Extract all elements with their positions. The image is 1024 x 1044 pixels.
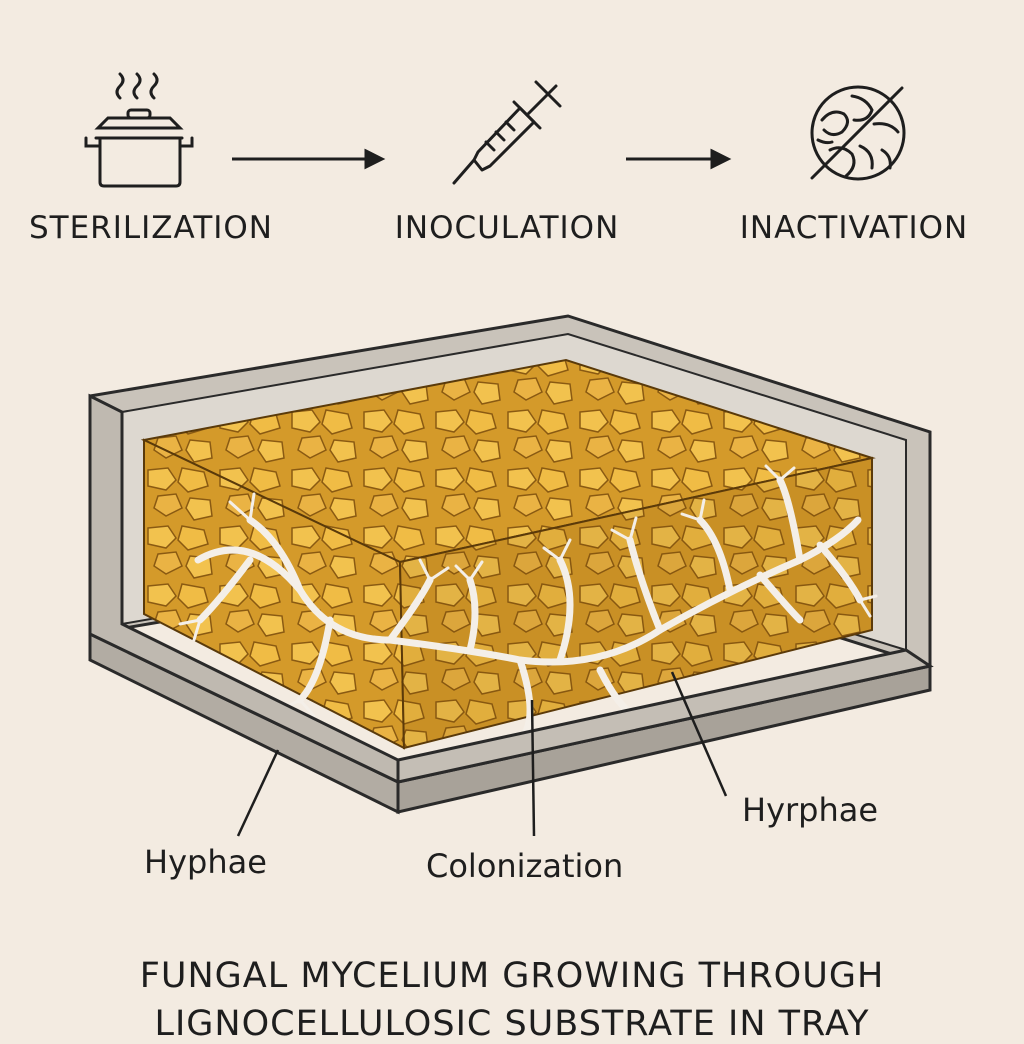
- tray-rim-right: [396, 648, 934, 784]
- leader-line-right: [670, 671, 728, 797]
- substrate-tray-illustration: [88, 314, 934, 837]
- leader-line-center: [530, 699, 536, 837]
- leader-line-left: [236, 749, 280, 837]
- step-label-inoculation: INOCULATION: [394, 210, 620, 246]
- callout-hyphae-left: Hyphae: [144, 843, 267, 881]
- caption-line-2: LIGNOCELLULOSIC SUBSTRATE IN TRAY: [154, 1004, 870, 1044]
- callout-hyphae-right: Hyrphae: [742, 791, 879, 829]
- hyphae-network: [194, 476, 864, 744]
- callout-colonization: Colonization: [426, 847, 624, 885]
- crossed-mycelium-icon: [810, 85, 906, 181]
- step-label-sterilization: STERILIZATION: [28, 210, 273, 246]
- substrate-right-face: [398, 456, 873, 750]
- leader-lines: [236, 671, 728, 837]
- flow-arrow-2: [626, 148, 732, 170]
- flow-arrow-1: [232, 148, 386, 170]
- syringe-icon: [452, 80, 562, 185]
- step-label-inactivation: INACTIVATION: [739, 210, 969, 246]
- substrate-shade: [400, 458, 872, 748]
- pot-steam-icon: [84, 72, 194, 188]
- process-icons: [84, 72, 906, 188]
- caption-line-1: FUNGAL MYCELIUM GROWING THROUGH: [139, 956, 885, 996]
